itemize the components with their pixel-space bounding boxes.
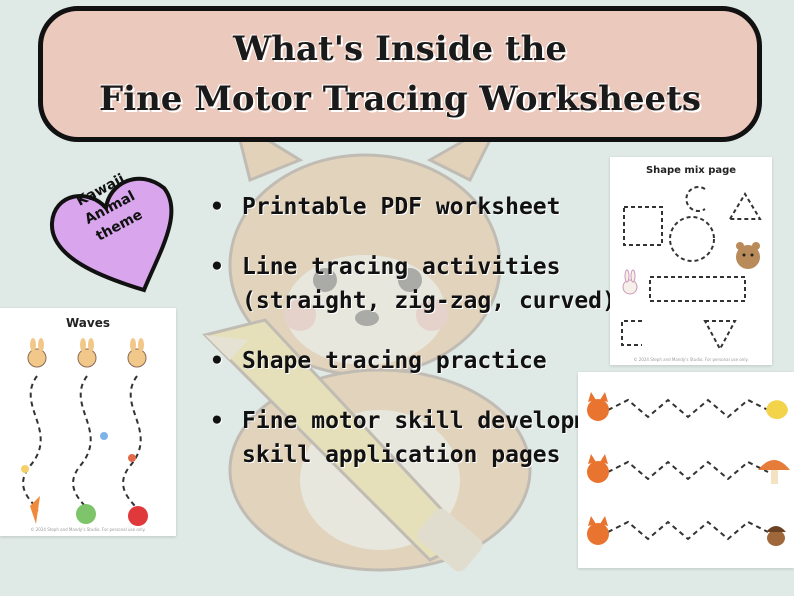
waves-worksheet-preview: Waves © 2024 Steph and Mandy's Studio. F… — [0, 308, 176, 536]
card-title: Waves — [65, 316, 110, 330]
title-line-1: What's Inside the — [232, 29, 567, 69]
cabbage-icon — [76, 504, 96, 524]
heart-badge — [49, 176, 174, 293]
feature-text: Shape tracing practice — [242, 348, 547, 374]
mushroom-icon — [758, 460, 790, 484]
acorn-icon — [766, 526, 786, 546]
bunny-icon — [27, 338, 147, 368]
feature-list: • Printable PDF worksheet • Line tracing… — [210, 190, 650, 498]
zigzag-tracing-lines — [587, 392, 790, 546]
shape-mix-worksheet-preview: Shape mix page © 2024 Steph and Mandy's … — [610, 157, 772, 365]
shape-tracing-outlines — [621, 186, 762, 352]
feature-item: • Line tracing activities (straight, zig… — [210, 250, 650, 318]
feature-item: • Printable PDF worksheet — [210, 190, 650, 224]
zigzag-worksheet-preview — [578, 372, 794, 568]
feature-item: • Shape tracing practice — [210, 344, 650, 378]
fox-icon — [587, 392, 609, 545]
lemon-icon — [766, 400, 788, 419]
card-footer: © 2024 Steph and Mandy's Studio. For per… — [30, 527, 146, 532]
feature-text: Fine motor skill development — [242, 408, 630, 434]
card-title: Shape mix page — [645, 165, 737, 176]
feature-text: skill application pages — [242, 442, 561, 468]
feature-item: • Fine motor skill development skill app… — [210, 404, 650, 472]
apple-icon — [128, 506, 148, 526]
title-line-2: Fine Motor Tracing Worksheets — [99, 79, 701, 119]
card-footer: © 2024 Steph and Mandy's Studio. For per… — [633, 357, 749, 362]
bunny-icon — [622, 269, 638, 295]
bullet: • — [210, 408, 224, 434]
bear-icon — [736, 242, 760, 269]
wave-tracing-lines — [21, 338, 148, 526]
bullet: • — [210, 348, 224, 374]
feature-text: Printable PDF worksheet — [242, 194, 561, 220]
feature-text: (straight, zig-zag, curved) — [242, 288, 616, 314]
bullet: • — [210, 254, 224, 280]
feature-text: Line tracing activities — [242, 254, 561, 280]
carrot-icon — [30, 496, 40, 524]
bullet: • — [210, 194, 224, 220]
title-banner: What's Inside the Fine Motor Tracing Wor… — [38, 6, 762, 142]
